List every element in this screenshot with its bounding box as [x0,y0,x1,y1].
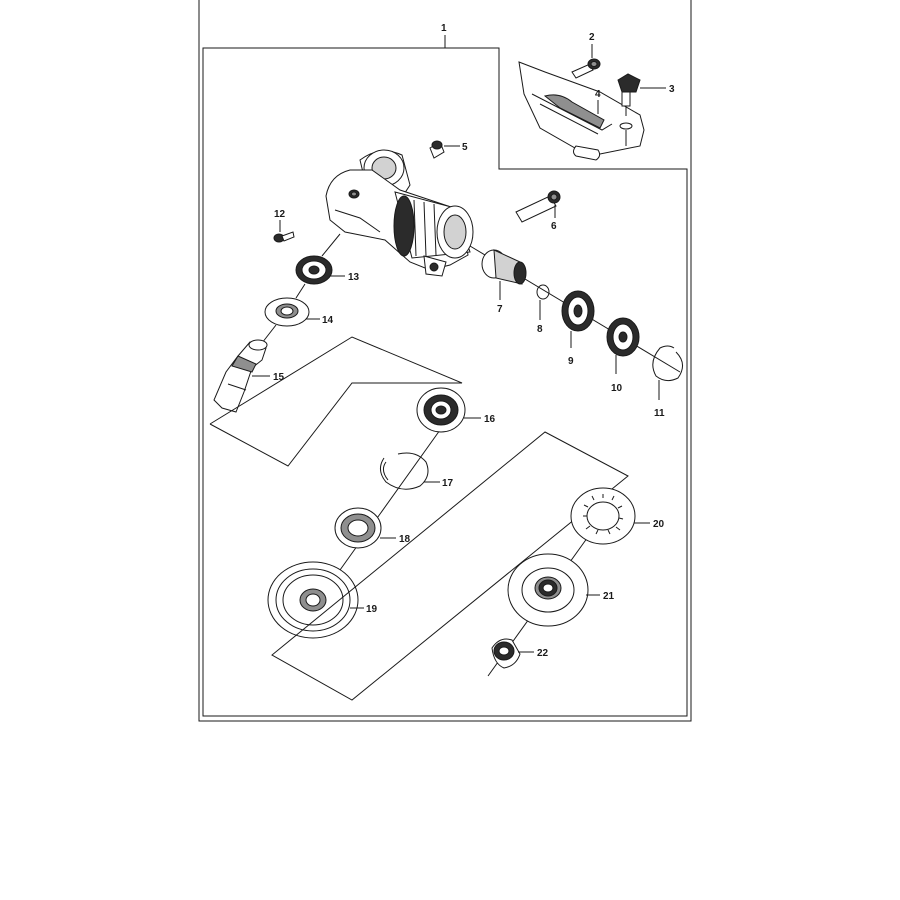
bearing-part-13 [295,255,333,285]
callout-19: 19 [366,604,378,615]
callout-1: 1 [441,23,447,34]
callout-15: 15 [273,372,285,383]
flange-part-21 [507,553,589,627]
axis-upper [321,233,341,257]
callout-21: 21 [603,591,615,602]
assembly-boundary [202,47,688,717]
wing-screw-part-3 [617,73,641,116]
bolt-part-6 [515,190,561,223]
callout-5: 5 [462,142,468,153]
retaining-ring-part-17 [380,452,429,490]
gear-housing [325,149,474,277]
screw-part-2 [571,58,601,79]
callout-12: 12 [274,209,286,220]
bearing-part-16 [416,387,466,433]
callout-10: 10 [611,383,623,394]
screw-part-5 [429,140,445,159]
callout-14: 14 [322,315,334,326]
subgroup-outline-right [271,431,629,701]
shaft-part-15 [213,339,268,413]
retaining-ring-part-11 [652,345,683,382]
callout-17: 17 [442,478,454,489]
nut-part-22 [491,638,521,669]
callout-4: 4 [595,89,601,100]
callout-22: 22 [537,648,549,659]
axis-14-15 [261,324,277,344]
screw-part-12 [273,231,295,243]
callout-20: 20 [653,519,665,530]
washer-part-14 [264,297,310,327]
callout-2: 2 [589,32,595,43]
circlip-part-8 [536,284,550,300]
callout-9: 9 [568,356,574,367]
washer-part-20 [570,487,636,545]
callout-8: 8 [537,324,543,335]
callout-3: 3 [669,84,675,95]
callout-16: 16 [484,414,496,425]
seal-part-7 [481,249,527,285]
callout-7: 7 [497,304,503,315]
callout-11: 11 [654,408,665,419]
subgroup-outline-left [209,336,463,467]
gear-part-19 [267,561,359,639]
bearing-part-10 [606,317,640,357]
callout-18: 18 [399,534,411,545]
callout-13: 13 [348,272,360,283]
seal-part-18 [334,507,382,549]
bracket-part-4 [518,61,645,161]
bearing-part-9 [561,290,595,332]
callout-6: 6 [551,221,557,232]
axis-13-14 [295,283,306,299]
outer-frame [198,0,692,722]
